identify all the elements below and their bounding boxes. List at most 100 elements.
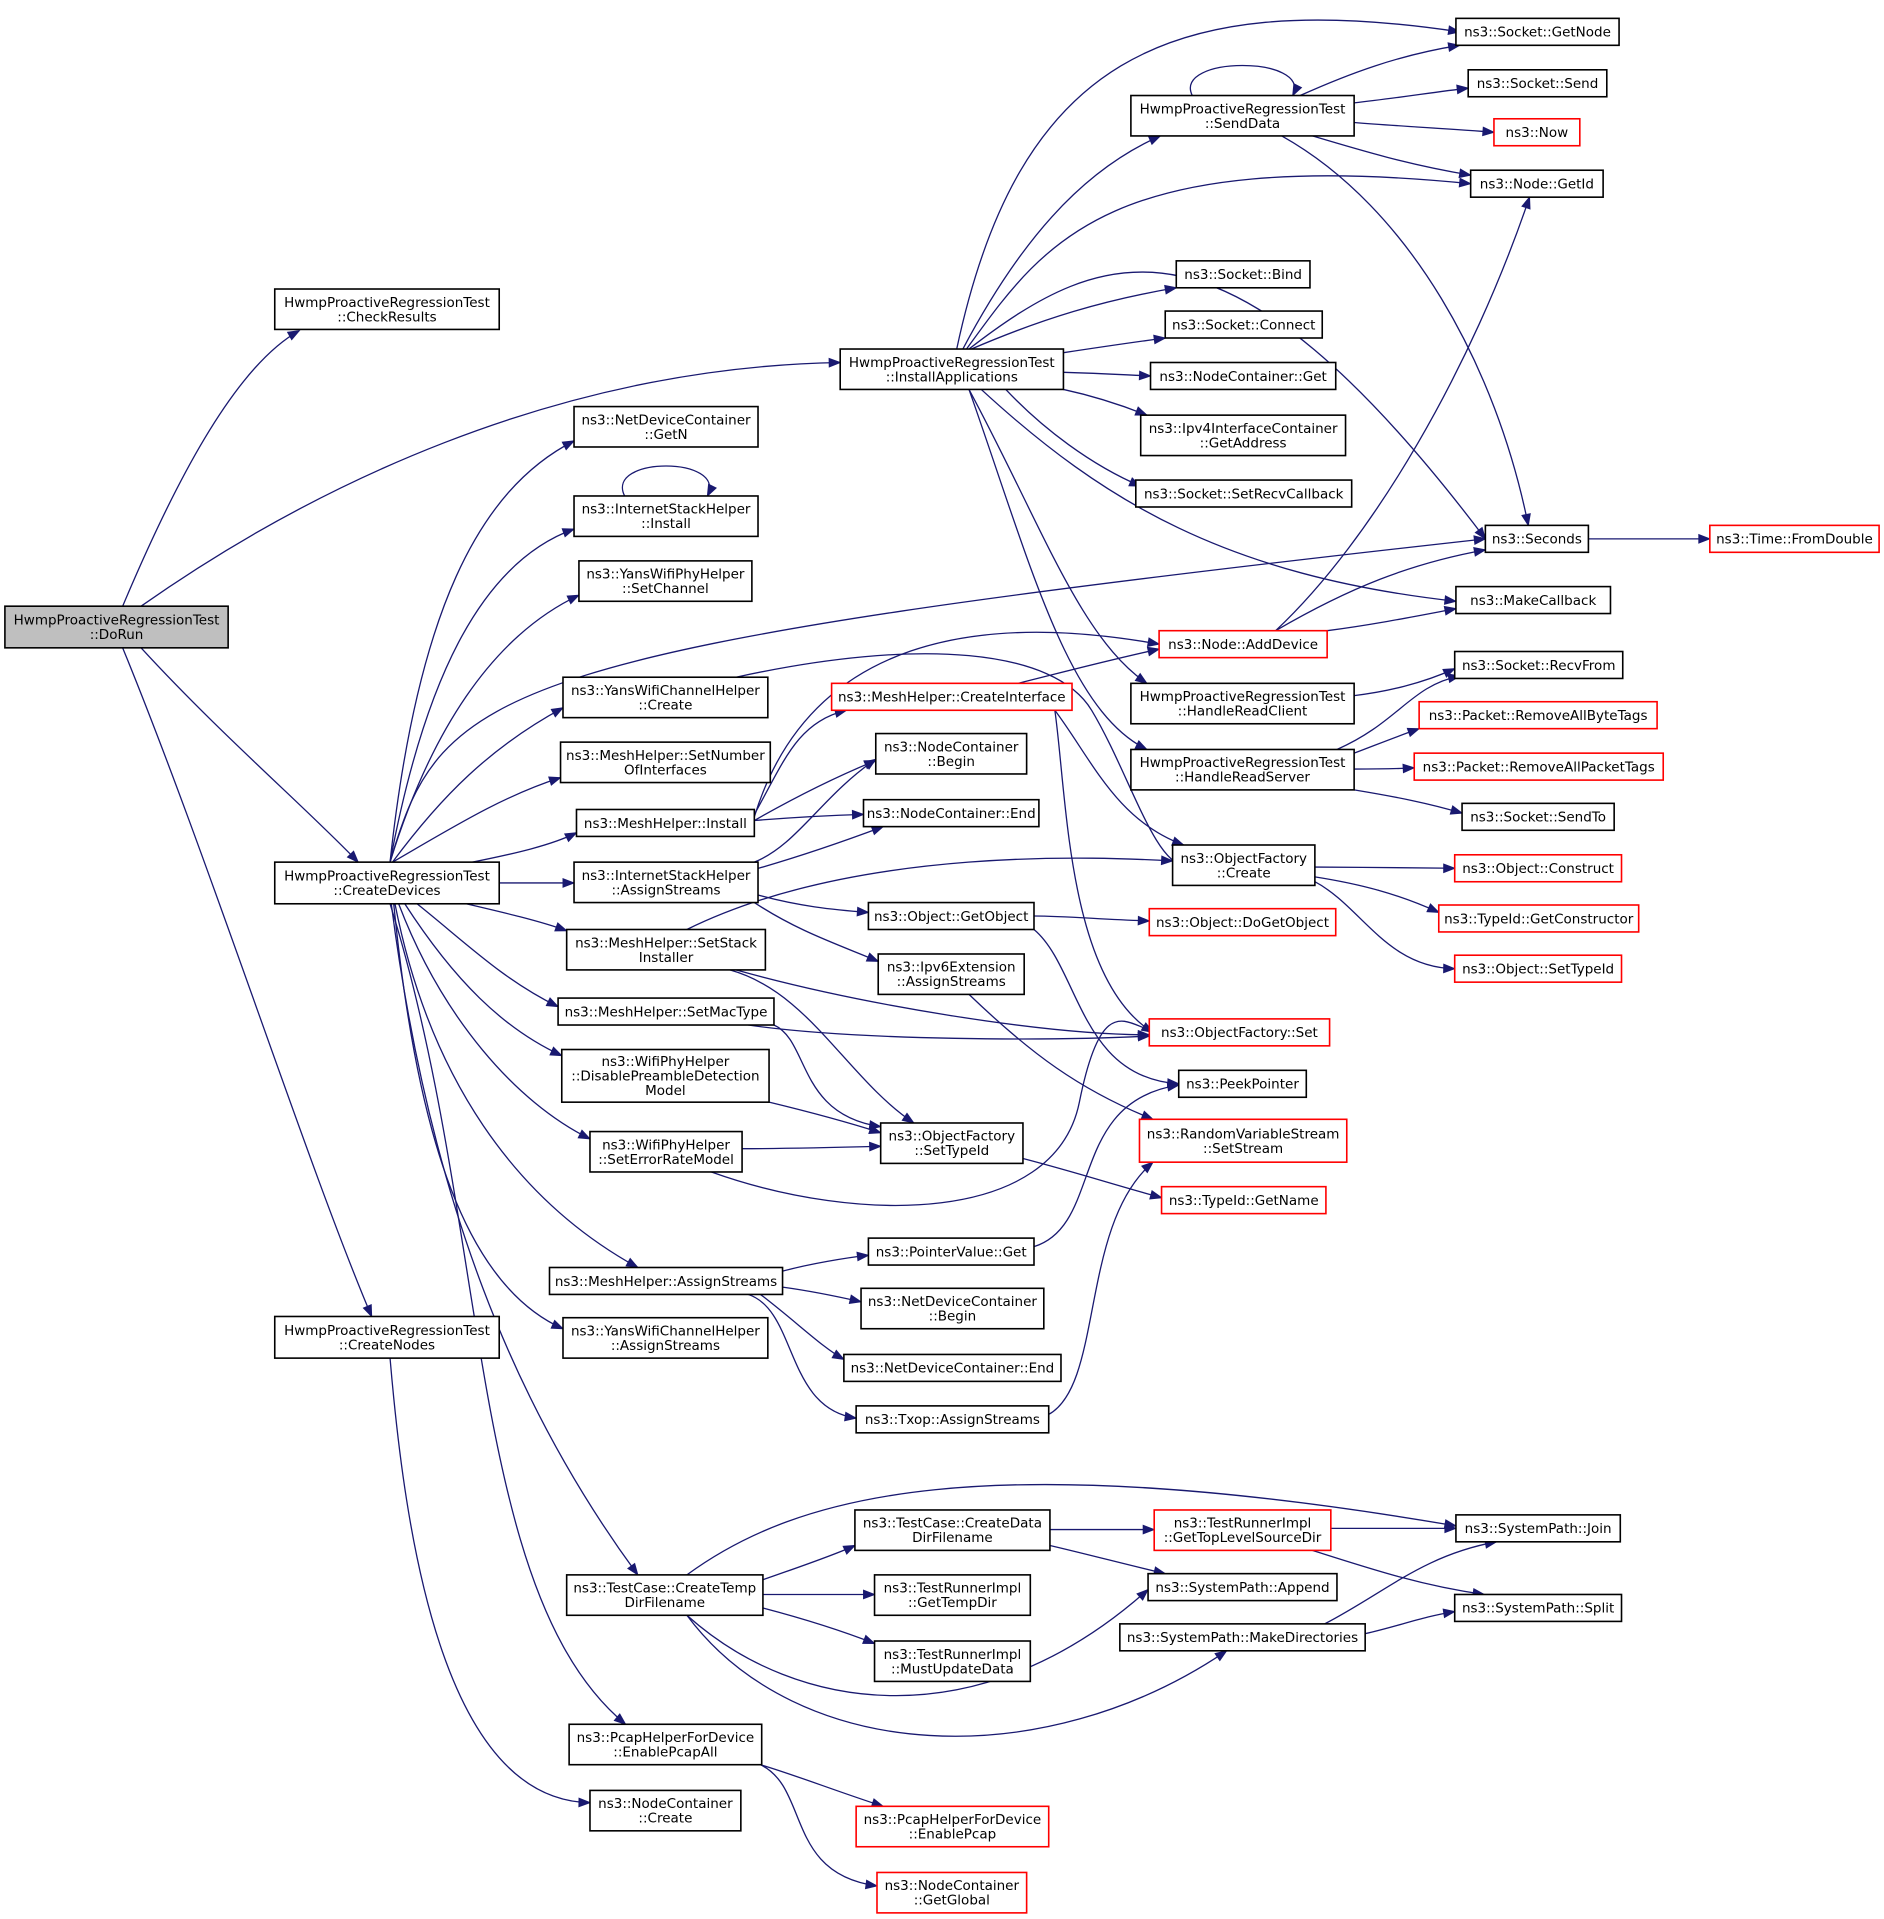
node-yanssetchannel[interactable]: ns3::YansWifiPhyHelper::SetChannel <box>578 560 753 603</box>
node-label: ns3::MeshHelper::CreateInterface <box>838 690 1066 706</box>
node-fromdouble[interactable]: ns3::Time::FromDouble <box>1709 524 1880 554</box>
node-nodecontainerbegin[interactable]: ns3::NodeContainer::Begin <box>874 732 1028 775</box>
node-label: ::CheckResults <box>337 309 436 325</box>
node-objectsettypeid[interactable]: ns3::Object::SetTypeId <box>1453 954 1623 983</box>
call-edge-installapps-to-ipv4getaddress <box>1063 388 1149 416</box>
node-box <box>874 732 1028 775</box>
node-systempathsplit[interactable]: ns3::SystemPath::Split <box>1453 1593 1623 1623</box>
call-edge-meshsetmactype-to-objectfactoryset <box>748 1024 1151 1042</box>
node-now[interactable]: ns3::Now <box>1493 117 1581 147</box>
node-pcapenableall[interactable]: ns3::PcapHelperForDevice::EnablePcapAll <box>568 1723 763 1766</box>
node-senddata[interactable]: HwmpProactiveRegressionTest::SendData <box>1130 94 1355 137</box>
node-label: ns3::ObjectFactory <box>1180 851 1307 867</box>
node-label: ns3::TestRunnerImpl <box>884 1581 1022 1597</box>
node-nodeadddevice[interactable]: ns3::Node::AddDevice <box>1158 629 1328 659</box>
node-peekpointer[interactable]: ns3::PeekPointer <box>1177 1069 1308 1099</box>
node-createdevices[interactable]: HwmpProactiveRegressionTest::CreateDevic… <box>273 861 501 905</box>
node-handlereadclient[interactable]: HwmpProactiveRegressionTest::HandleReadC… <box>1130 682 1355 725</box>
node-socketgetnode[interactable]: ns3::Socket::GetNode <box>1455 17 1620 47</box>
node-socketrecvfrom[interactable]: ns3::Socket::RecvFrom <box>1453 650 1624 680</box>
node-typeidgetconstructor[interactable]: ns3::TypeId::GetConstructor <box>1437 904 1640 933</box>
node-systempathjoin[interactable]: ns3::SystemPath::Join <box>1455 1514 1622 1543</box>
node-typeidgetname[interactable]: ns3::TypeId::GetName <box>1160 1185 1327 1215</box>
node-meshsetmactype[interactable]: ns3::MeshHelper::SetMacType <box>557 997 775 1026</box>
node-netdevend[interactable]: ns3::NetDeviceContainer::End <box>843 1353 1062 1383</box>
node-makecallback[interactable]: ns3::MakeCallback <box>1455 585 1612 615</box>
call-edge-inetassignstreams-to-nodecontainerend <box>754 826 885 871</box>
call-edge-meshsetmactype-to-objectfactorysettypeid <box>773 1024 883 1130</box>
node-meshcreateinterface[interactable]: ns3::MeshHelper::CreateInterface <box>830 682 1073 712</box>
node-seconds[interactable]: ns3::Seconds <box>1484 524 1590 554</box>
node-label: ::SetChannel <box>622 581 709 597</box>
node-inetinstall[interactable]: ns3::InternetStackHelper::Install <box>573 495 759 538</box>
call-edge-meshassignstreams-to-netdevbegin <box>782 1286 863 1305</box>
node-pcapenablepcap[interactable]: ns3::PcapHelperForDevice::EnablePcap <box>855 1805 1050 1848</box>
call-edge-createdevices-to-netdevgetn <box>389 440 576 863</box>
node-label: Installer <box>639 950 694 966</box>
node-rvssetstream[interactable]: ns3::RandomVariableStream::SetStream <box>1138 1118 1348 1163</box>
node-label: ns3::Packet::RemoveAllByteTags <box>1429 708 1648 724</box>
node-inetassignstreams[interactable]: ns3::InternetStackHelper::AssignStreams <box>573 861 759 904</box>
node-socketsendto[interactable]: ns3::Socket::SendTo <box>1461 802 1615 832</box>
node-label: ::GetGlobal <box>914 1893 990 1909</box>
call-edge-senddata-to-socketsend <box>1354 84 1470 104</box>
node-label: ns3::MeshHelper::SetNumber <box>566 748 765 764</box>
node-nodecontainercreate[interactable]: ns3::NodeContainer::Create <box>589 1789 742 1832</box>
call-edge-testcasecreatetemp-to-systempathmakedirs <box>686 1614 1228 1737</box>
node-label: ns3::RandomVariableStream <box>1147 1126 1340 1142</box>
call-edge-createdevices-to-testcasecreatetemp <box>390 903 639 1577</box>
node-objectfactorysettypeid[interactable]: ns3::ObjectFactory::SetTypeId <box>879 1122 1024 1165</box>
node-testrunnergettempdir[interactable]: ns3::TestRunnerImpl::GetTempDir <box>873 1574 1032 1617</box>
node-txopassignstreams[interactable]: ns3::Txop::AssignStreams <box>855 1405 1050 1434</box>
node-testrunnermustupdate[interactable]: ns3::TestRunnerImpl::MustUpdateData <box>873 1640 1032 1683</box>
node-nodecontainerend[interactable]: ns3::NodeContainer::End <box>862 798 1040 828</box>
node-pointervalueget[interactable]: ns3::PointerValue::Get <box>867 1237 1035 1266</box>
node-netdevgetn[interactable]: ns3::NetDeviceContainer::GetN <box>573 405 759 448</box>
node-systempathmakedirs[interactable]: ns3::SystemPath::MakeDirectories <box>1119 1623 1366 1652</box>
node-label: ns3::SystemPath::Split <box>1462 1601 1614 1617</box>
node-label: ns3::MakeCallback <box>1470 593 1596 609</box>
node-box <box>867 901 1035 931</box>
node-label: ns3::Object::Construct <box>1462 861 1614 877</box>
node-objectfactorycreate[interactable]: ns3::ObjectFactory::Create <box>1171 844 1316 887</box>
node-label: ::InstallApplications <box>886 369 1018 385</box>
node-box <box>562 676 769 719</box>
node-nodecontainerget[interactable]: ns3::NodeContainer::Get <box>1149 361 1337 391</box>
node-handlereadserver[interactable]: HwmpProactiveRegressionTest::HandleReadS… <box>1130 748 1355 791</box>
node-socketconnect[interactable]: ns3::Socket::Connect <box>1164 310 1324 339</box>
node-setrecvcallback[interactable]: ns3::Socket::SetRecvCallback <box>1134 479 1353 508</box>
node-createnodes[interactable]: HwmpProactiveRegressionTest::CreateNodes <box>273 1315 501 1359</box>
node-nodegetid[interactable]: ns3::Node::GetId <box>1469 169 1604 198</box>
node-installapps[interactable]: HwmpProactiveRegressionTest::InstallAppl… <box>839 348 1065 391</box>
node-label: ::EnablePcapAll <box>613 1745 717 1761</box>
node-meshinstall[interactable]: ns3::MeshHelper::Install <box>575 808 756 838</box>
node-removeallpackettags[interactable]: ns3::Packet::RemoveAllPacketTags <box>1413 752 1665 781</box>
node-socketbind[interactable]: ns3::Socket::Bind <box>1175 260 1311 289</box>
node-wifiseterror[interactable]: ns3::WifiPhyHelper::SetErrorRateModel <box>589 1130 743 1173</box>
node-dorun[interactable]: HwmpProactiveRegressionTest::DoRun <box>4 605 229 649</box>
node-systempathappend[interactable]: ns3::SystemPath::Append <box>1147 1572 1338 1602</box>
node-nodecontainerglobal[interactable]: ns3::NodeContainer::GetGlobal <box>876 1871 1028 1914</box>
node-socketsend[interactable]: ns3::Socket::Send <box>1467 69 1608 98</box>
node-removeallbytetags[interactable]: ns3::Packet::RemoveAllByteTags <box>1418 700 1658 730</box>
node-yanschannelcreate[interactable]: ns3::YansWifiChannelHelper::Create <box>562 676 769 719</box>
node-label: ns3::PointerValue::Get <box>876 1244 1027 1260</box>
node-objectdogetobject[interactable]: ns3::Object::DoGetObject <box>1148 907 1337 937</box>
node-yanschannelassign[interactable]: ns3::YansWifiChannelHelper::AssignStream… <box>562 1316 769 1359</box>
node-testrunnergettopsource[interactable]: ns3::TestRunnerImpl::GetTopLevelSourceDi… <box>1153 1509 1332 1552</box>
node-objectfactoryset[interactable]: ns3::ObjectFactory::Set <box>1148 1018 1331 1047</box>
node-wifidisable[interactable]: ns3::WifiPhyHelper::DisablePreambleDetec… <box>560 1048 770 1103</box>
node-meshassignstreams[interactable]: ns3::MeshHelper::AssignStreams <box>548 1266 784 1296</box>
node-objectgetobject[interactable]: ns3::Object::GetObject <box>867 901 1035 931</box>
call-edge-txopassignstreams-to-rvssetstream <box>1048 1161 1155 1416</box>
node-label: ns3::NetDeviceContainer <box>581 412 751 428</box>
node-ipv6assignstreams[interactable]: ns3::Ipv6Extension::AssignStreams <box>877 953 1025 996</box>
node-checkresults[interactable]: HwmpProactiveRegressionTest::CheckResult… <box>273 288 501 331</box>
node-ipv4getaddress[interactable]: ns3::Ipv4InterfaceContainer::GetAddress <box>1139 414 1347 457</box>
node-objectconstruct[interactable]: ns3::Object::Construct <box>1453 853 1623 883</box>
node-netdevbegin[interactable]: ns3::NetDeviceContainer::Begin <box>860 1287 1045 1330</box>
